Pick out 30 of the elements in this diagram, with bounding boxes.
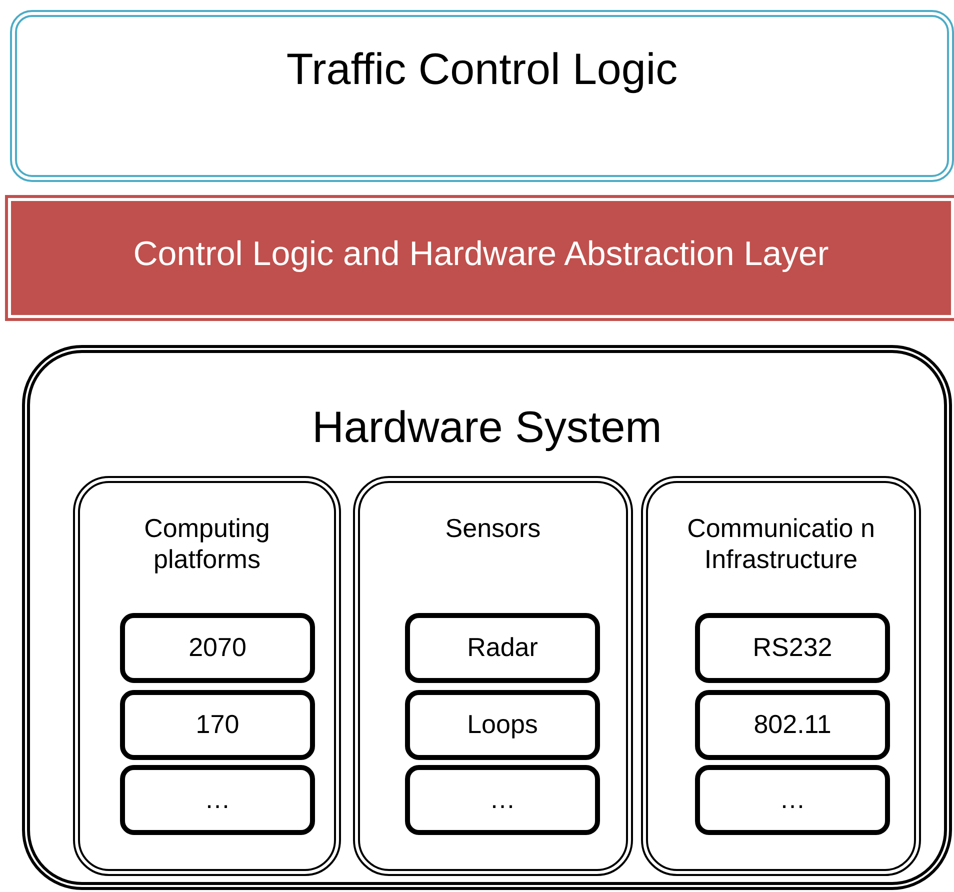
container-title: Hardware System [312,403,662,453]
system-container [22,345,952,890]
component-label: 802.11 [754,709,832,740]
component-label: RS232 [752,632,832,663]
component-label: … [204,784,230,815]
category-container [73,476,341,876]
category-container [353,476,633,876]
category-title: Communicatio n Infrastructure [686,513,876,575]
component-box [120,765,315,835]
category-container [641,476,921,876]
layer-title: Control Logic and Hardware Abstraction Layer [133,235,829,274]
component-label: Loops [467,709,538,740]
component-box [405,613,600,683]
component-box [405,690,600,760]
component-box [120,613,315,683]
component-box [405,765,600,835]
category-title: Computing platforms [143,513,271,575]
component-label: 2070 [188,632,246,663]
layer-title: Traffic Control Logic [286,45,678,95]
component-label: … [490,784,516,815]
component-label: Radar [467,632,538,663]
layer-box [10,10,954,182]
layer-band [8,198,954,318]
component-label: 170 [196,709,240,740]
component-box [695,765,890,835]
component-box [695,613,890,683]
component-box [120,690,315,760]
category-title: Sensors [445,513,541,544]
component-label: … [780,784,806,815]
component-box [695,690,890,760]
